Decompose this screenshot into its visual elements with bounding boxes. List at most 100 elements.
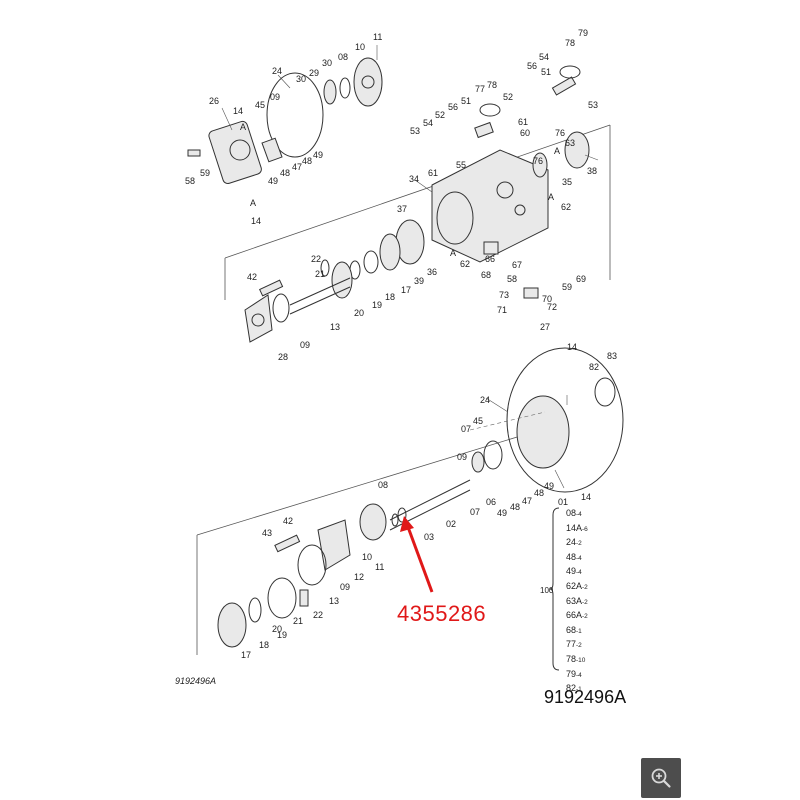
part-label: 26	[209, 96, 219, 106]
part-label: 54	[539, 52, 549, 62]
part-label: A	[240, 122, 246, 132]
part-label: 39	[414, 276, 424, 286]
kit-item-code: 79	[566, 668, 577, 679]
part-label: 48	[534, 488, 544, 498]
kit-item-code: 66A	[566, 610, 583, 621]
upper-left-cover-group	[187, 57, 383, 185]
part-label: 49	[313, 150, 323, 160]
part-label: 48	[510, 502, 520, 512]
kit-item: 77-2	[566, 638, 588, 653]
upper-rotating-group	[244, 219, 425, 343]
part-label: 45	[255, 100, 265, 110]
part-label: 10	[355, 42, 365, 52]
part-label: 47	[522, 496, 532, 506]
part-label: 28	[278, 352, 288, 362]
part-label: 55	[456, 160, 466, 170]
part-label: 45	[473, 416, 483, 426]
part-label: 09	[270, 92, 280, 102]
kit-item: 08-4	[566, 507, 588, 522]
part-label: 12	[354, 572, 364, 582]
part-label: 77	[475, 84, 485, 94]
kit-item-qty: -4	[576, 554, 582, 562]
part-label: 20	[354, 308, 364, 318]
part-label: 78	[487, 80, 497, 90]
part-label: 66	[485, 254, 495, 264]
kit-item: 68-1	[566, 624, 588, 639]
part-label: 20	[272, 624, 282, 634]
part-label: 53	[410, 126, 420, 136]
part-label: 52	[435, 110, 445, 120]
part-label: 34	[409, 174, 419, 184]
part-label: 59	[562, 282, 572, 292]
part-label: 30	[296, 74, 306, 84]
kit-item-qty: -1	[576, 627, 582, 635]
part-label: 35	[562, 177, 572, 187]
zoom-button[interactable]	[641, 758, 681, 798]
kit-item: 82-1	[566, 682, 588, 697]
part-label: 10	[362, 552, 372, 562]
upper-pump-housing	[431, 65, 590, 299]
kit-brace	[550, 507, 560, 671]
kit-item: 66A-2	[566, 609, 588, 624]
part-label: 14	[251, 216, 261, 226]
part-label: 36	[427, 267, 437, 277]
kit-item-code: 68	[566, 624, 577, 635]
part-label: 06	[486, 497, 496, 507]
part-label: 02	[446, 519, 456, 529]
kit-item: 49-4	[566, 565, 588, 580]
part-label: A	[450, 248, 456, 258]
part-label: 62	[460, 259, 470, 269]
part-label: 14	[567, 342, 577, 352]
part-label: 07	[461, 424, 471, 434]
highlighted-part-number: 4355286	[397, 601, 487, 626]
kit-item-code: 63A	[566, 595, 583, 606]
part-label: 62	[561, 202, 571, 212]
kit-item: 48-4	[566, 551, 588, 566]
part-label: 42	[283, 516, 293, 526]
part-label: 67	[512, 260, 522, 270]
part-label: 03	[424, 532, 434, 542]
part-label: 68	[481, 270, 491, 280]
part-label: 21	[315, 269, 325, 279]
callout-arrow	[400, 516, 434, 593]
kit-item-code: 08	[566, 508, 577, 518]
part-label: 13	[329, 596, 339, 606]
part-label: 22	[311, 254, 321, 264]
kit-item-code: 78	[566, 653, 577, 664]
part-label: 13	[330, 322, 340, 332]
part-label: 78	[565, 38, 575, 48]
magnify-plus-icon	[651, 768, 671, 788]
part-label: 09	[457, 452, 467, 462]
kit-item: 79-4	[566, 668, 588, 683]
part-label: 56	[527, 61, 537, 71]
part-label: 72	[547, 302, 557, 312]
kit-item: 62A-2	[566, 580, 588, 595]
kit-item-qty: -2	[576, 540, 582, 548]
part-label: 63	[565, 138, 575, 148]
kit-item-code: 48	[566, 551, 577, 562]
lower-part-labels: 14 82 83 24 45 07 09 06 07 08 03 02 01 4…	[241, 342, 617, 660]
kit-item-code: 62A	[566, 580, 583, 591]
part-label: 76	[533, 156, 543, 166]
part-label: 56	[448, 102, 458, 112]
part-label: 69	[576, 274, 586, 284]
upper-part-labels: 11 10 08 30 29 30 24 09 26 14 45 A 58 59…	[185, 28, 598, 362]
part-label: 49	[544, 481, 554, 491]
kit-item-code: 14A	[566, 522, 583, 533]
kit-item-qty: -2	[582, 598, 588, 606]
part-label: 18	[385, 292, 395, 302]
part-label: 73	[499, 290, 509, 300]
kit-item: 14A-6	[566, 522, 588, 537]
part-label: 18	[259, 640, 269, 650]
part-label: 58	[185, 176, 195, 186]
kit-item-code: 82	[566, 683, 577, 694]
leader-lines	[221, 45, 599, 489]
kit-number: 100	[540, 586, 554, 595]
part-label: 08	[378, 480, 388, 490]
part-label: 07	[470, 507, 480, 517]
part-label: A	[548, 192, 554, 202]
kit-item: 24-2	[566, 536, 588, 551]
kit-item: 78-10	[566, 653, 588, 668]
